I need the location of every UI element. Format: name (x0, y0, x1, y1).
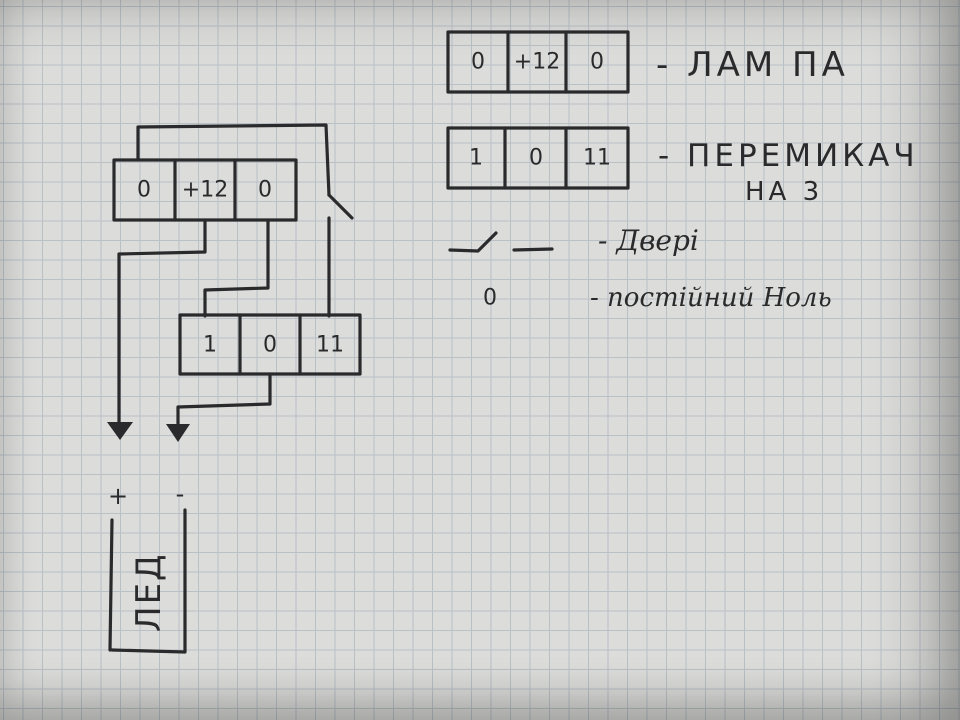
legend-switch-cell-middle: 0 (529, 146, 543, 171)
legend-zero-label: - постійний Ноль (590, 283, 832, 313)
legend-switch-cell-right: 11 (583, 146, 611, 171)
legend-switch-cell-left: 1 (469, 146, 483, 171)
lamp-cell-left: 0 (137, 178, 151, 203)
legend-switch-label-line1: - ПЕРЕМИКАЧ (658, 138, 919, 174)
switch-cell-right: 11 (316, 333, 344, 358)
door-contact-wire (327, 193, 354, 220)
door-symbol-contact (512, 247, 554, 252)
legend-lamp-cell-middle: +12 (514, 50, 560, 75)
minus-arrow-icon (166, 424, 190, 442)
legend-lamp-cell-left: 0 (471, 50, 485, 75)
minus-wire (176, 372, 272, 428)
legend: 0 +12 0 - ЛАМ ПА 1 0 11 - ПЕРЕМИКАЧ НА 3… (446, 30, 919, 313)
legend-door-label: - Двері (598, 224, 699, 257)
lamp-cell-middle: +12 (182, 178, 228, 203)
legend-lamp-outline (446, 30, 630, 94)
legend-lamp-block: 0 +12 0 (446, 30, 630, 94)
led-label: ЛЕД (129, 552, 169, 632)
circuit: 0 +12 0 1 0 11 + - ЛЕД (107, 123, 362, 654)
plus-arrow-icon (107, 422, 133, 440)
legend-switch-label-line2: НА 3 (745, 177, 823, 207)
switch-block: 1 0 11 (178, 313, 362, 376)
minus-sign: - (176, 480, 185, 508)
lamp-cell-right: 0 (258, 178, 272, 203)
legend-lamp-label: - ЛАМ ПА (656, 45, 849, 85)
top-loop-wire (136, 123, 331, 197)
legend-zero-symbol: 0 (483, 286, 497, 311)
switch-cell-left: 1 (203, 333, 217, 358)
legend-switch-block: 1 0 11 (446, 126, 630, 190)
legend-lamp-cell-right: 0 (590, 50, 604, 75)
led-box: ЛЕД (108, 508, 187, 654)
lamp-to-switch-wire (203, 218, 270, 318)
switch-cell-middle: 0 (263, 333, 277, 358)
door-symbol-icon (448, 231, 498, 253)
led-box-outline (108, 508, 187, 654)
legend-switch-outline (446, 126, 630, 190)
plus-sign: + (108, 482, 128, 510)
plus-wire (117, 218, 207, 426)
lamp-block: 0 +12 0 (112, 158, 298, 222)
